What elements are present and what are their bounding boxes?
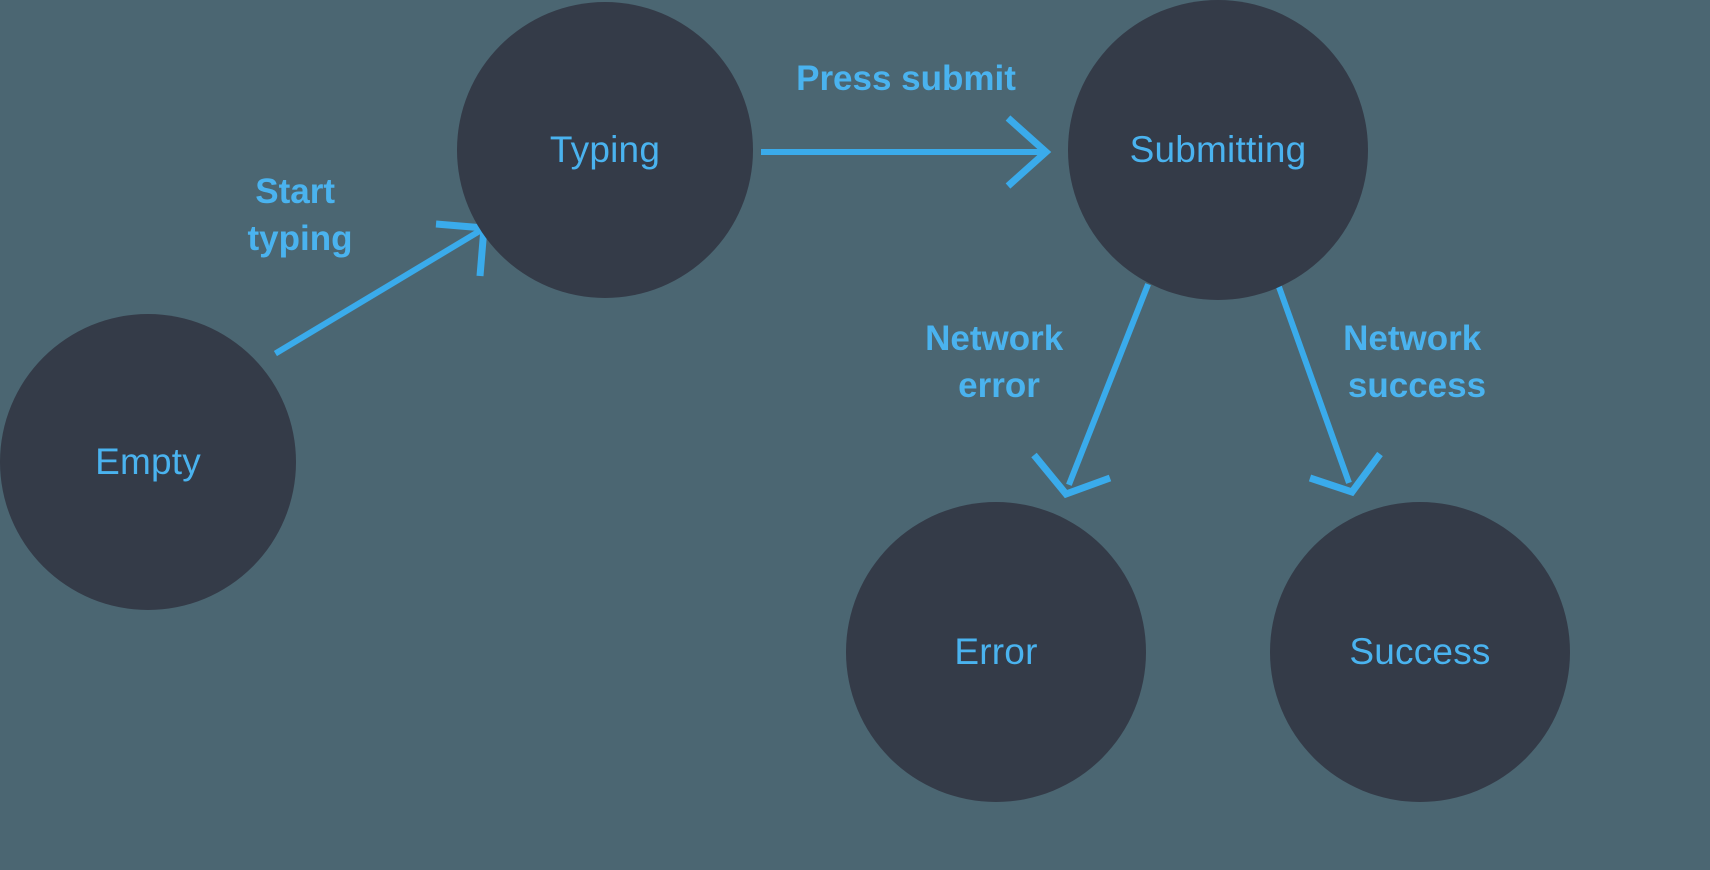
state-node-typing-circle[interactable] [457, 2, 753, 298]
edge-network-error-label-line-2: error [958, 366, 1040, 405]
state-node-empty[interactable]: Empty [0, 314, 296, 610]
state-node-typing[interactable]: Typing [457, 2, 753, 298]
edge-start-typing: Start typing [248, 172, 488, 357]
edge-network-error-label: Network error [925, 319, 1073, 405]
state-node-typing-label: Typing [550, 129, 660, 170]
state-node-submitting-label: Submitting [1130, 129, 1307, 170]
state-node-empty-label: Empty [95, 441, 201, 482]
state-node-success[interactable]: Success [1270, 502, 1570, 802]
state-node-error[interactable]: Error [846, 502, 1146, 802]
edge-network-success-label: Network success [1343, 319, 1491, 405]
edge-press-submit-arrowhead [1005, 115, 1052, 189]
state-node-submitting-circle[interactable] [1068, 0, 1368, 300]
state-node-success-circle[interactable] [1270, 502, 1570, 802]
state-node-success-label: Success [1349, 631, 1490, 672]
edge-start-typing-label: Start typing [248, 172, 353, 258]
edge-press-submit-label: Press submit [796, 59, 1016, 98]
edge-network-success-label-line-1: Network [1343, 319, 1482, 358]
edge-network-success-line [1275, 283, 1352, 484]
edge-network-error-label-line-1: Network [925, 319, 1064, 358]
edge-network-error: Network error [925, 283, 1151, 499]
state-node-error-label: Error [954, 631, 1037, 672]
edge-network-success: Network success [1275, 283, 1491, 497]
edge-network-success-label-line-2: success [1348, 366, 1486, 405]
edge-press-submit: Press submit [761, 59, 1052, 189]
edge-press-submit-label-line-1: Press submit [796, 59, 1016, 98]
state-node-submitting[interactable]: Submitting [1068, 0, 1368, 300]
edge-start-typing-line [273, 227, 483, 357]
edge-start-typing-label-line-2: typing [248, 219, 353, 258]
state-node-error-circle[interactable] [846, 502, 1146, 802]
edge-network-error-arrowhead [1031, 452, 1112, 499]
edge-start-typing-label-line-1: Start [255, 172, 335, 211]
state-node-empty-circle[interactable] [0, 314, 296, 610]
edge-network-error-line [1066, 283, 1151, 486]
edge-network-success-arrowhead [1308, 451, 1383, 497]
